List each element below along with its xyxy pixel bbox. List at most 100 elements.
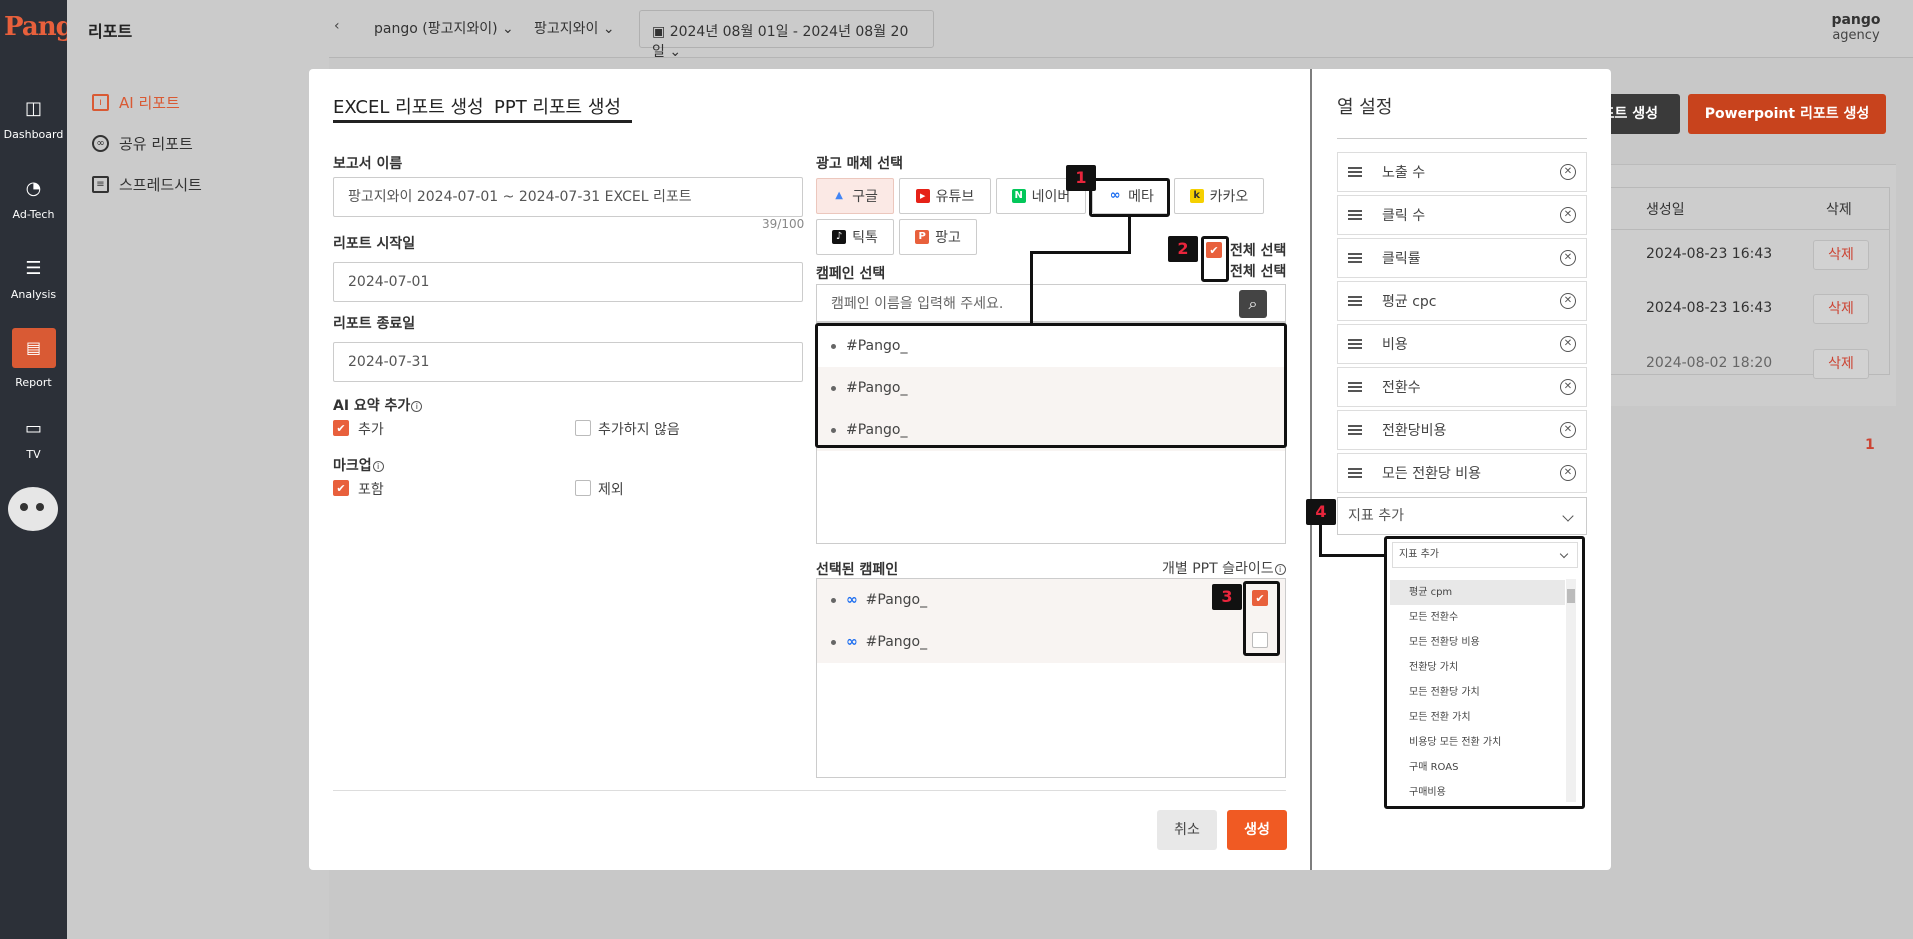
cancel-button[interactable]: 취소	[1157, 810, 1217, 850]
bullet	[831, 597, 836, 603]
tab-excel-report[interactable]: EXCEL 리포트 생성	[333, 97, 484, 118]
search-icon[interactable]: ⌕	[1239, 290, 1267, 318]
metric-option[interactable]: 비용당 모든 전환 가치	[1409, 737, 1502, 748]
list-item: ∞#Pango_	[817, 621, 1285, 663]
ppt-report-button[interactable]: Powerpoint 리포트 생성	[1688, 94, 1886, 134]
avatar[interactable]	[8, 487, 58, 531]
bullet	[831, 427, 836, 433]
nav-shared-report[interactable]: ∞공유 리포트	[92, 133, 193, 154]
drag-handle-icon[interactable]	[1348, 253, 1362, 263]
list-item[interactable]: #Pango_	[817, 367, 1285, 409]
metric-option[interactable]: 평균 cpm	[1390, 580, 1565, 605]
info-icon[interactable]: i	[1274, 564, 1286, 575]
date-range-picker[interactable]: ▣ 2024년 08월 01일 - 2024년 08월 20일 ⌄	[639, 10, 934, 60]
end-date-input[interactable]: 2024-07-31	[333, 342, 803, 382]
markup-include-checkbox[interactable]	[333, 480, 349, 496]
metric-dropdown-select[interactable]: 지표 추가	[1392, 542, 1578, 568]
table-row-date: 2024-08-23 16:43	[1646, 300, 1773, 316]
rail-item-report[interactable]: ▤Report	[0, 328, 67, 389]
remove-icon[interactable]: ✕	[1560, 379, 1576, 395]
metric-option[interactable]: 구매 ROAS	[1409, 762, 1459, 773]
sub-account-select[interactable]: 팡고지와이 ⌄	[534, 21, 615, 37]
rail-item-dashboard[interactable]: ◫Dashboard	[3, 98, 64, 141]
delete-button[interactable]: 삭제	[1813, 349, 1869, 379]
remove-icon[interactable]: ✕	[1560, 250, 1576, 266]
column-item[interactable]: 클릭 수✕	[1337, 195, 1587, 235]
tv-icon: ▭	[24, 418, 42, 439]
remove-icon[interactable]: ✕	[1560, 336, 1576, 352]
ai-no-checkbox[interactable]	[575, 420, 591, 436]
list-item[interactable]: #Pango_	[817, 325, 1285, 367]
pagination-current[interactable]: 1	[1865, 437, 1875, 453]
delete-button[interactable]: 삭제	[1813, 294, 1869, 324]
account-select[interactable]: pango (팡고지와이) ⌄	[374, 21, 514, 37]
drag-handle-icon[interactable]	[1348, 425, 1362, 435]
drag-handle-icon[interactable]	[1348, 167, 1362, 177]
column-item[interactable]: 모든 전환당 비용✕	[1337, 453, 1587, 493]
media-google-button[interactable]: ▲구글	[816, 178, 894, 214]
column-item[interactable]: 비용✕	[1337, 324, 1587, 364]
modal-divider	[1310, 69, 1312, 870]
rail-item-analysis[interactable]: ☰Analysis	[10, 258, 57, 301]
drag-handle-icon[interactable]	[1348, 382, 1362, 392]
metric-option[interactable]: 전환당 가치	[1409, 662, 1459, 673]
info-icon[interactable]: i	[411, 401, 423, 412]
table-row-date: 2024-08-02 18:20	[1646, 355, 1773, 371]
create-button[interactable]: 생성	[1227, 810, 1287, 850]
remove-icon[interactable]: ✕	[1560, 293, 1576, 309]
ai-add-checkbox[interactable]	[333, 420, 349, 436]
remove-icon[interactable]: ✕	[1560, 422, 1576, 438]
metric-option[interactable]: 구매비용	[1409, 787, 1446, 798]
info-icon[interactable]: i	[372, 461, 384, 472]
media-tiktok-button[interactable]: ♪틱톡	[816, 219, 894, 255]
drag-handle-icon[interactable]	[1348, 210, 1362, 220]
media-youtube-button[interactable]: ▶유튜브	[899, 178, 991, 214]
link-icon: ∞	[92, 135, 109, 152]
gauge-icon: ◔	[25, 178, 42, 199]
youtube-icon: ▶	[915, 189, 930, 203]
report-name-input[interactable]: 팡고지와이 2024-07-01 ~ 2024-07-31 EXCEL 리포트	[333, 177, 803, 217]
remove-icon[interactable]: ✕	[1560, 207, 1576, 223]
remove-icon[interactable]: ✕	[1560, 465, 1576, 481]
chart-icon: ı	[92, 94, 109, 111]
campaign-search-input[interactable]: 캠페인 이름을 입력해 주세요.	[816, 284, 1286, 322]
list-item[interactable]: #Pango_	[817, 409, 1285, 451]
column-item[interactable]: 평균 cpc✕	[1337, 281, 1587, 321]
chevron-left-icon[interactable]: ‹	[334, 18, 340, 34]
metric-option[interactable]: 모든 전환당 가치	[1409, 687, 1480, 698]
ppt-slide-checkbox[interactable]	[1252, 632, 1268, 648]
drag-handle-icon[interactable]	[1348, 296, 1362, 306]
drag-handle-icon[interactable]	[1348, 339, 1362, 349]
dropdown-scrollbar[interactable]	[1566, 579, 1576, 802]
column-item[interactable]: 클릭률✕	[1337, 238, 1587, 278]
start-date-input[interactable]: 2024-07-01	[333, 262, 803, 302]
select-all-checkbox[interactable]	[1206, 242, 1222, 258]
ppt-slide-checkbox[interactable]	[1252, 590, 1268, 606]
metric-option[interactable]: 모든 전환 가치	[1409, 712, 1471, 723]
rail-item-adtech[interactable]: ◔Ad-Tech	[12, 178, 55, 221]
dropdown-scrollbar-thumb[interactable]	[1567, 589, 1575, 603]
add-metric-dropdown[interactable]: 지표 추가	[1337, 497, 1587, 535]
annotation-line	[1030, 251, 1033, 325]
metric-option[interactable]: 모든 전환수	[1409, 612, 1459, 623]
rail-item-tv[interactable]: ▭TV	[0, 418, 67, 461]
annotation-box-dropdown	[1384, 536, 1585, 809]
remove-icon[interactable]: ✕	[1560, 164, 1576, 180]
delete-button[interactable]: 삭제	[1813, 240, 1869, 270]
drag-handle-icon[interactable]	[1348, 468, 1362, 478]
column-item[interactable]: 전환수✕	[1337, 367, 1587, 407]
ai-add-label: 추가	[358, 422, 384, 438]
pango-logo[interactable]: Pango	[4, 12, 90, 42]
column-item[interactable]: 전환당비용✕	[1337, 410, 1587, 450]
markup-exclude-checkbox[interactable]	[575, 480, 591, 496]
annotation-line	[1030, 251, 1131, 254]
tab-ppt-report[interactable]: PPT 리포트 생성	[494, 97, 621, 118]
metric-option[interactable]: 모든 전환당 비용	[1409, 637, 1480, 648]
column-item[interactable]: 노출 수✕	[1337, 152, 1587, 192]
nav-spreadsheet[interactable]: ≡스프레드시트	[92, 174, 202, 195]
